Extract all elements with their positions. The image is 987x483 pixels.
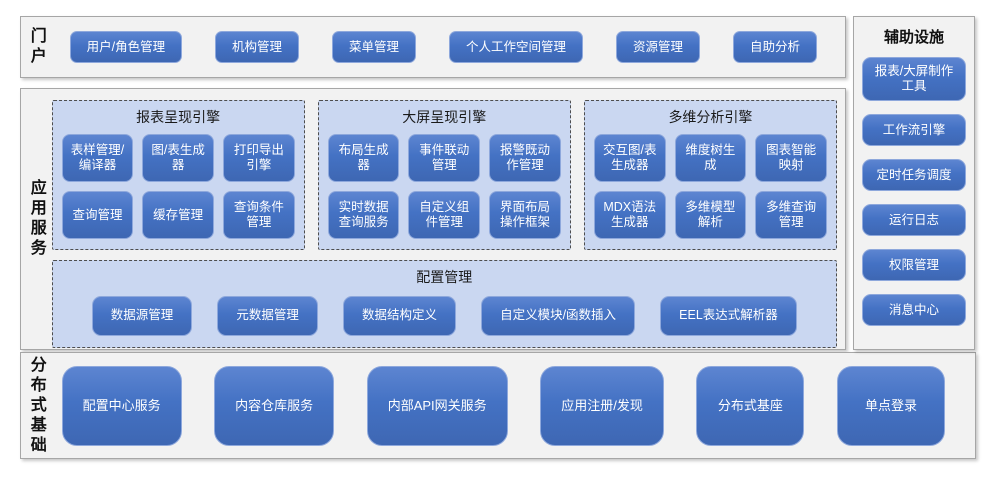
diagram-node: 查询管理 — [61, 191, 134, 239]
diagram-node: 交互图/表生成器 — [593, 134, 666, 182]
diagram-node: 界面布局操作框架 — [489, 191, 561, 239]
diagram-node: 数据结构定义 — [342, 295, 456, 336]
app-services-section-label: 应用服务 — [30, 180, 47, 257]
diagram-node: 分布式基座 — [696, 365, 805, 446]
config-node-row: 数据源管理 元数据管理 数据结构定义 自定义模块/函数插入 EEL表达式解析器 — [67, 294, 822, 337]
auxiliary-section-label: 辅助设施 — [883, 29, 944, 46]
engine-group-grid: 交互图/表生成器 维度树生成 图表智能映射 MDX语法生成器 多维模型解析 多维… — [593, 134, 827, 239]
diagram-node: 自定义组件管理 — [408, 191, 481, 239]
diagram-node: 多维模型解析 — [674, 191, 747, 239]
diagram-node: 打印导出引擎 — [223, 134, 295, 182]
distributed-section-label: 分布式基础 — [30, 356, 47, 454]
diagram-node: 应用注册/发现 — [540, 365, 664, 446]
diagram-node: 定时任务调度 — [862, 159, 966, 191]
diagram-node: 数据源管理 — [91, 295, 193, 336]
config-management-group: 配置管理 数据源管理 元数据管理 数据结构定义 自定义模块/函数插入 EEL表达… — [51, 260, 837, 348]
engine-group-olap: 多维分析引擎 交互图/表生成器 维度树生成 图表智能映射 MDX语法生成器 多维… — [583, 100, 838, 250]
diagram-node: 自定义模块/函数插入 — [481, 295, 636, 336]
portal-node-row: 用户/角色管理 机构管理 菜单管理 个人工作空间管理 资源管理 自助分析 — [48, 31, 845, 63]
diagram-node: 表样管理/编译器 — [61, 134, 134, 182]
diagram-node: 用户/角色管理 — [69, 31, 183, 63]
portal-section-label: 门户 — [30, 28, 47, 65]
diagram-node: 实时数据查询服务 — [327, 191, 400, 239]
diagram-node: 缓存管理 — [142, 191, 215, 239]
diagram-node: 权限管理 — [862, 249, 966, 281]
diagram-node: 机构管理 — [215, 31, 300, 63]
engine-group-title: 多维分析引擎 — [668, 109, 753, 125]
diagram-node: 内部API网关服务 — [366, 365, 508, 446]
distributed-foundation-section: 分布式基础 配置中心服务 内容仓库服务 内部API网关服务 应用注册/发现 分布… — [20, 352, 976, 459]
diagram-node: 多维查询管理 — [755, 191, 827, 239]
diagram-node: 报表/大屏制作工具 — [862, 57, 966, 101]
diagram-node: 维度树生成 — [674, 134, 747, 182]
engine-group-report: 报表呈现引擎 表样管理/编译器 图/表生成器 打印导出引擎 查询管理 缓存管理 … — [51, 100, 305, 250]
diagram-node: 单点登录 — [836, 365, 945, 446]
diagram-node: 配置中心服务 — [61, 365, 182, 446]
diagram-node: 运行日志 — [862, 204, 966, 236]
diagram-node: MDX语法生成器 — [593, 191, 666, 239]
diagram-node: 菜单管理 — [332, 31, 417, 63]
engine-group-grid: 布局生成器 事件联动管理 报警既动作管理 实时数据查询服务 自定义组件管理 界面… — [327, 134, 561, 239]
diagram-node: 消息中心 — [862, 294, 966, 326]
portal-section: 门户 用户/角色管理 机构管理 菜单管理 个人工作空间管理 资源管理 自助分析 — [20, 16, 846, 78]
config-group-title: 配置管理 — [416, 269, 473, 285]
engine-group-title: 报表呈现引擎 — [136, 109, 221, 125]
diagram-node: 图/表生成器 — [142, 134, 215, 182]
auxiliary-node-column: 报表/大屏制作工具 工作流引擎 定时任务调度 运行日志 权限管理 消息中心 — [854, 57, 974, 326]
diagram-node: 图表智能映射 — [755, 134, 827, 182]
diagram-node: 查询条件管理 — [223, 191, 295, 239]
engine-groups-row: 报表呈现引擎 表样管理/编译器 图/表生成器 打印导出引擎 查询管理 缓存管理 … — [51, 100, 838, 250]
diagram-node: 自助分析 — [732, 31, 817, 63]
app-services-section: 应用服务 报表呈现引擎 表样管理/编译器 图/表生成器 打印导出引擎 查询管理 … — [20, 88, 846, 350]
engine-group-title: 大屏呈现引擎 — [402, 109, 487, 125]
diagram-node: 资源管理 — [616, 31, 701, 63]
diagram-node: 布局生成器 — [327, 134, 400, 182]
diagram-node: 报警既动作管理 — [489, 134, 561, 182]
auxiliary-facilities-section: 辅助设施 报表/大屏制作工具 工作流引擎 定时任务调度 运行日志 权限管理 消息… — [853, 16, 975, 350]
engine-group-grid: 表样管理/编译器 图/表生成器 打印导出引擎 查询管理 缓存管理 查询条件管理 — [61, 134, 295, 239]
diagram-node: 内容仓库服务 — [214, 365, 335, 446]
diagram-node: 工作流引擎 — [862, 114, 966, 146]
app-services-content: 报表呈现引擎 表样管理/编译器 图/表生成器 打印导出引擎 查询管理 缓存管理 … — [48, 89, 845, 349]
diagram-node: 事件联动管理 — [408, 134, 481, 182]
diagram-node: EEL表达式解析器 — [660, 295, 797, 336]
distributed-node-row: 配置中心服务 内容仓库服务 内部API网关服务 应用注册/发现 分布式基座 单点… — [48, 365, 975, 446]
diagram-node: 元数据管理 — [217, 295, 318, 336]
diagram-node: 个人工作空间管理 — [449, 31, 584, 63]
engine-group-dashboard: 大屏呈现引擎 布局生成器 事件联动管理 报警既动作管理 实时数据查询服务 自定义… — [317, 100, 571, 250]
